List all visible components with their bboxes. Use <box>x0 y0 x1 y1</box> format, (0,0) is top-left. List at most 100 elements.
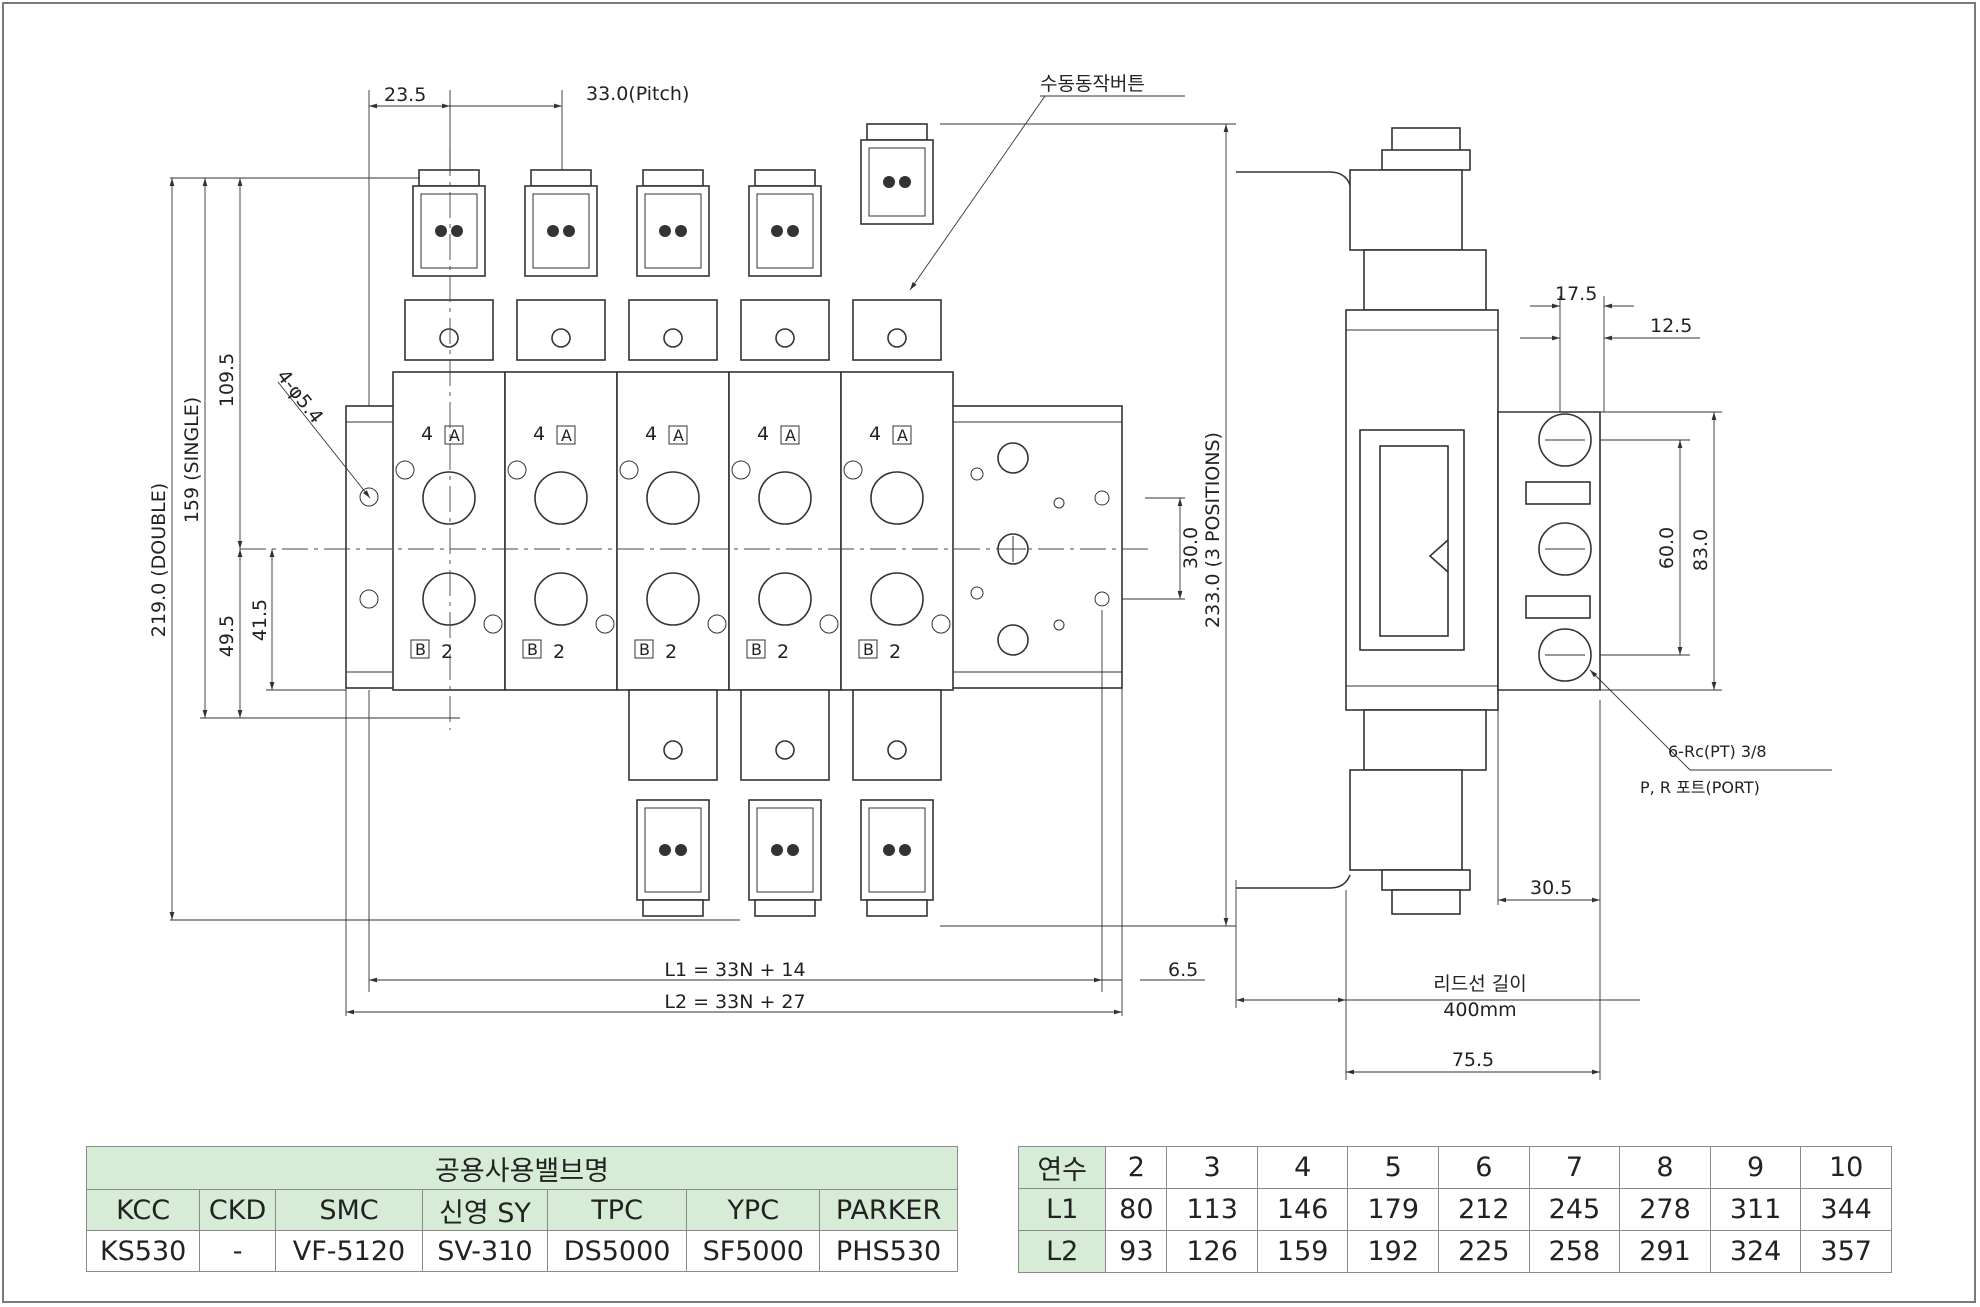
valve-body <box>840 371 954 691</box>
port-2-label: 2 <box>553 641 565 663</box>
brand-value-row: KS530 - VF-5120 SV-310 DS5000 SF5000 PHS… <box>85 1230 958 1272</box>
brand-header-cell: YPC <box>686 1189 821 1231</box>
table-cell: 80 <box>1105 1188 1168 1231</box>
table-cell: 291 <box>1619 1230 1711 1273</box>
brand-value-cell: - <box>199 1230 276 1272</box>
count-header-cell: 7 <box>1528 1146 1621 1189</box>
port-a-icon <box>758 471 812 525</box>
port-4-label: 4 <box>869 423 881 445</box>
brand-value-cell: KS530 <box>85 1230 201 1272</box>
port-b-icon <box>646 572 700 626</box>
brand-header-cell: KCC <box>85 1189 201 1231</box>
count-header-cell: 4 <box>1256 1146 1349 1189</box>
row-label: L1 <box>1017 1188 1107 1231</box>
dim-pitch: 33.0(Pitch) <box>586 83 689 105</box>
upper-solenoid-coil <box>748 185 822 277</box>
count-header-cell: 2 <box>1105 1146 1168 1189</box>
table-cell: 179 <box>1347 1188 1440 1231</box>
manual-override-icon <box>775 328 795 348</box>
count-header-row: 연수 2 3 4 5 6 7 8 9 10 <box>1017 1146 1892 1189</box>
manual-override-icon <box>551 328 571 348</box>
table-cell: 311 <box>1709 1188 1802 1231</box>
valve-body <box>616 371 730 691</box>
count-header-cell: 6 <box>1438 1146 1530 1189</box>
port-b-label: B <box>639 640 650 659</box>
count-header-cell: 9 <box>1709 1146 1802 1189</box>
manual-override-icon <box>663 328 683 348</box>
brand-header-cell: SMC <box>274 1189 424 1231</box>
table-cell: 126 <box>1166 1230 1258 1273</box>
table-cell: 159 <box>1256 1230 1349 1273</box>
upper-solenoid-coil <box>860 139 934 225</box>
port-b-label: B <box>863 640 874 659</box>
upper-solenoid-coil <box>412 185 486 277</box>
table-cell: 225 <box>1438 1230 1530 1273</box>
table-cell: 357 <box>1800 1230 1892 1273</box>
port-b-icon <box>758 572 812 626</box>
dim-width: 75.5 <box>1452 1049 1494 1071</box>
table-cell: 93 <box>1105 1230 1168 1273</box>
port-2-label: 2 <box>889 641 901 663</box>
valve-body <box>504 371 618 691</box>
port-a-icon <box>870 471 924 525</box>
lead-length-value: 400mm <box>1443 999 1516 1021</box>
port-a-label: A <box>561 426 572 445</box>
lower-solenoid-coil <box>748 799 822 901</box>
upper-solenoid-coil <box>636 185 710 277</box>
port-4-label: 4 <box>533 423 545 445</box>
port-a-icon <box>646 471 700 525</box>
port-callout-line1: 6-Rc(PT) 3/8 <box>1668 742 1767 761</box>
dim-height-double: 219.0 (DOUBLE) <box>148 483 170 637</box>
brand-header-cell: CKD <box>199 1189 276 1231</box>
port-4-label: 4 <box>757 423 769 445</box>
manual-override-icon <box>439 328 459 348</box>
port-a-icon <box>422 471 476 525</box>
brand-header-cell: 신영 SY <box>422 1189 548 1231</box>
table-cell: 113 <box>1166 1188 1258 1231</box>
side-view: 17.5 12.5 60.0 83.0 6-Rc(PT) 3/8 P, R 포트… <box>1235 127 1832 1080</box>
count-header-label: 연수 <box>1017 1146 1107 1189</box>
brand-value-cell: SV-310 <box>422 1230 548 1272</box>
upper-solenoid-coil <box>524 185 598 277</box>
compatible-valve-table: 공용사용밸브명 KCC CKD SMC 신영 SY TPC YPC PARKER… <box>85 1146 958 1272</box>
count-header-cell: 10 <box>1800 1146 1892 1189</box>
table-cell: 258 <box>1528 1230 1621 1273</box>
port-b-icon <box>422 572 476 626</box>
table-cell: 192 <box>1347 1230 1440 1273</box>
brand-header-cell: PARKER <box>819 1189 958 1231</box>
table-title: 공용사용밸브명 <box>86 1146 958 1190</box>
dim-port-span: 83.0 <box>1690 529 1712 571</box>
lead-length-label: 리드선 길이 <box>1433 973 1526 995</box>
count-header-cell: 8 <box>1619 1146 1711 1189</box>
dim-port-offset-1: 17.5 <box>1555 283 1597 305</box>
row-label: L2 <box>1017 1230 1107 1273</box>
dim-port-pitch: 60.0 <box>1656 527 1678 569</box>
count-header-cell: 3 <box>1166 1146 1258 1189</box>
port-b-icon <box>870 572 924 626</box>
port-b-label: B <box>527 640 538 659</box>
valve-body <box>728 371 842 691</box>
dim-edge-offset: 6.5 <box>1168 959 1198 981</box>
dim-length-l1: L1 = 33N + 14 <box>664 959 805 981</box>
port-a-label: A <box>449 426 460 445</box>
lower-solenoid-coil <box>860 799 934 901</box>
dim-height-3pos: 233.0 (3 POSITIONS) <box>1202 432 1224 628</box>
dim-length-l2: L2 = 33N + 27 <box>664 991 805 1013</box>
port-a-label: A <box>897 426 908 445</box>
table-cell: 278 <box>1619 1188 1711 1231</box>
port-2-label: 2 <box>441 641 453 663</box>
port-b-label: B <box>415 640 426 659</box>
brand-value-cell: SF5000 <box>686 1230 821 1272</box>
table-cell: 146 <box>1256 1188 1349 1231</box>
dim-port-spacing: 30.0 <box>1180 527 1202 569</box>
dim-lower-offset-2: 41.5 <box>249 599 271 641</box>
port-2-label: 2 <box>665 641 677 663</box>
port-4-label: 4 <box>645 423 657 445</box>
